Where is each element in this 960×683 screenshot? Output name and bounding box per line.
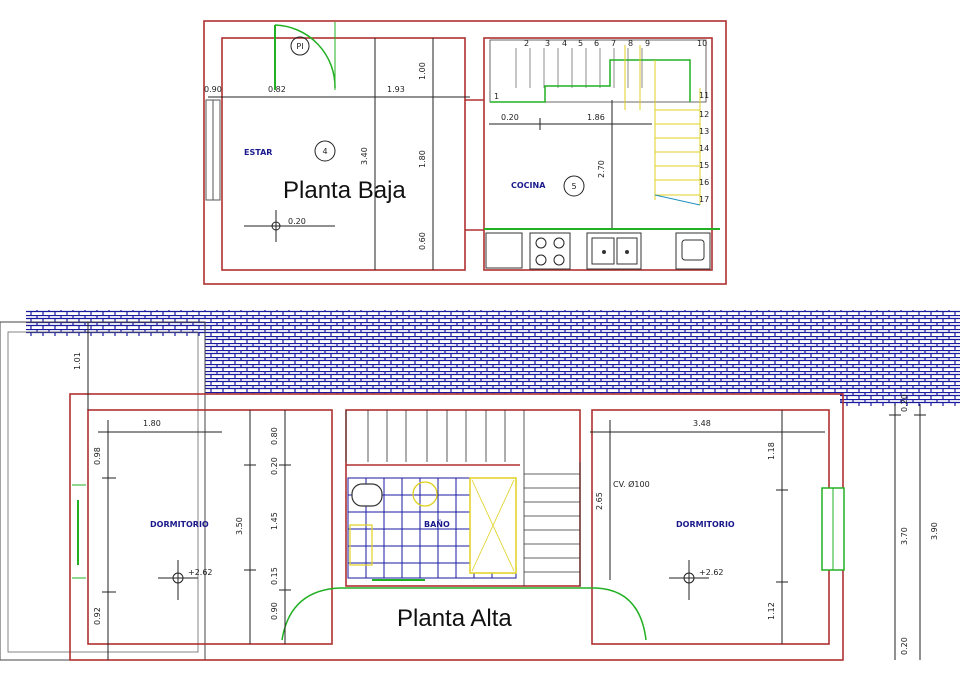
level-ground: 0.20 [288, 217, 306, 226]
title-planta-baja: Planta Baja [283, 177, 406, 204]
dim-270: 2.70 [597, 160, 606, 178]
room-label-bano: BAÑO [424, 519, 450, 529]
ground-outer-wall [203, 20, 727, 285]
sink [586, 232, 642, 270]
svg-text:16: 16 [699, 178, 709, 187]
stair-step-numbers: 1 2 3 4 5 6 7 8 9 10 11 12 13 14 15 16 1… [494, 39, 709, 204]
dim-193: 1.93 [387, 85, 405, 94]
dim-082: 0.82 [268, 85, 286, 94]
dim-370: 3.70 [900, 527, 909, 545]
dim-098: 0.98 [93, 447, 102, 465]
svg-text:8: 8 [628, 39, 633, 48]
entry-door-swing [274, 24, 336, 89]
dorm-left-inner-wall [87, 409, 333, 645]
dim-350: 3.50 [235, 517, 244, 535]
living-inner-wall [221, 37, 466, 271]
dim-340: 3.40 [360, 147, 369, 165]
room-label-dorm-left: DORMITORIO [150, 520, 209, 529]
dim-060: 0.60 [418, 232, 427, 250]
dim-020-bottom: 0.20 [900, 637, 909, 655]
svg-text:4: 4 [562, 39, 567, 48]
dim-145: 1.45 [270, 512, 279, 530]
stove [529, 232, 571, 270]
dim-112: 1.12 [767, 602, 776, 620]
upper-stair [345, 410, 581, 586]
dim-015: 0.15 [270, 567, 279, 585]
balcony-outline [0, 321, 206, 661]
pi-marker [290, 36, 310, 56]
level-left: +2.62 [188, 568, 213, 577]
dim-101: 1.01 [73, 352, 82, 370]
svg-text:PI: PI [296, 42, 303, 51]
dim-180-upper: 1.80 [143, 419, 161, 428]
svg-text:11: 11 [699, 91, 709, 100]
level-marker-ground [271, 221, 281, 231]
svg-text:13: 13 [699, 127, 709, 136]
dim-100: 1.00 [418, 62, 427, 80]
svg-text:15: 15 [699, 161, 709, 170]
dim-390: 3.90 [930, 522, 939, 540]
dim-348: 3.48 [693, 419, 711, 428]
svg-text:2: 2 [524, 39, 529, 48]
dim-180: 1.80 [418, 150, 427, 168]
toilet [351, 483, 383, 507]
kitchen-counter [484, 228, 720, 270]
dim-020-top: 0.20 [900, 394, 909, 412]
svg-text:5: 5 [578, 39, 583, 48]
room-label-cocina: COCINA [511, 181, 546, 190]
fridge [675, 232, 711, 270]
svg-text:1: 1 [494, 92, 499, 101]
upper-floor-plan [0, 310, 960, 661]
dim-118: 1.18 [767, 442, 776, 460]
dim-090: 0.90 [204, 85, 222, 94]
sink-fixture [412, 481, 438, 507]
dim-092: 0.92 [93, 607, 102, 625]
svg-text:10: 10 [697, 39, 707, 48]
estar-number: 4 [322, 147, 327, 156]
cocina-number: 5 [571, 182, 576, 191]
svg-text:3: 3 [545, 39, 550, 48]
dim-265: 2.65 [595, 492, 604, 510]
svg-text:6: 6 [594, 39, 599, 48]
dim-020: 0.20 [501, 113, 519, 122]
dim-186: 1.86 [587, 113, 605, 122]
ground-stair [489, 39, 707, 206]
room-label-estar: ESTAR [244, 148, 272, 157]
bidet [349, 524, 373, 566]
level-right: +2.62 [699, 568, 724, 577]
dim-020-upper: 0.20 [270, 457, 279, 475]
svg-text:7: 7 [611, 39, 616, 48]
svg-text:12: 12 [699, 110, 709, 119]
svg-text:14: 14 [699, 144, 709, 153]
svg-text:17: 17 [699, 195, 709, 204]
cv-label: CV. Ø100 [613, 479, 650, 489]
ground-floor-plan: PI [203, 20, 727, 285]
roof-tiles-main [205, 336, 960, 394]
dim-080: 0.80 [270, 427, 279, 445]
room-label-dorm-right: DORMITORIO [676, 520, 735, 529]
dim-090-upper: 0.90 [270, 602, 279, 620]
roof-tiles-right [840, 394, 960, 406]
hall-arc [281, 587, 647, 641]
bathroom [347, 477, 517, 581]
svg-text:9: 9 [645, 39, 650, 48]
title-planta-alta: Planta Alta [397, 605, 512, 632]
kitchen-inner-wall [483, 37, 713, 271]
